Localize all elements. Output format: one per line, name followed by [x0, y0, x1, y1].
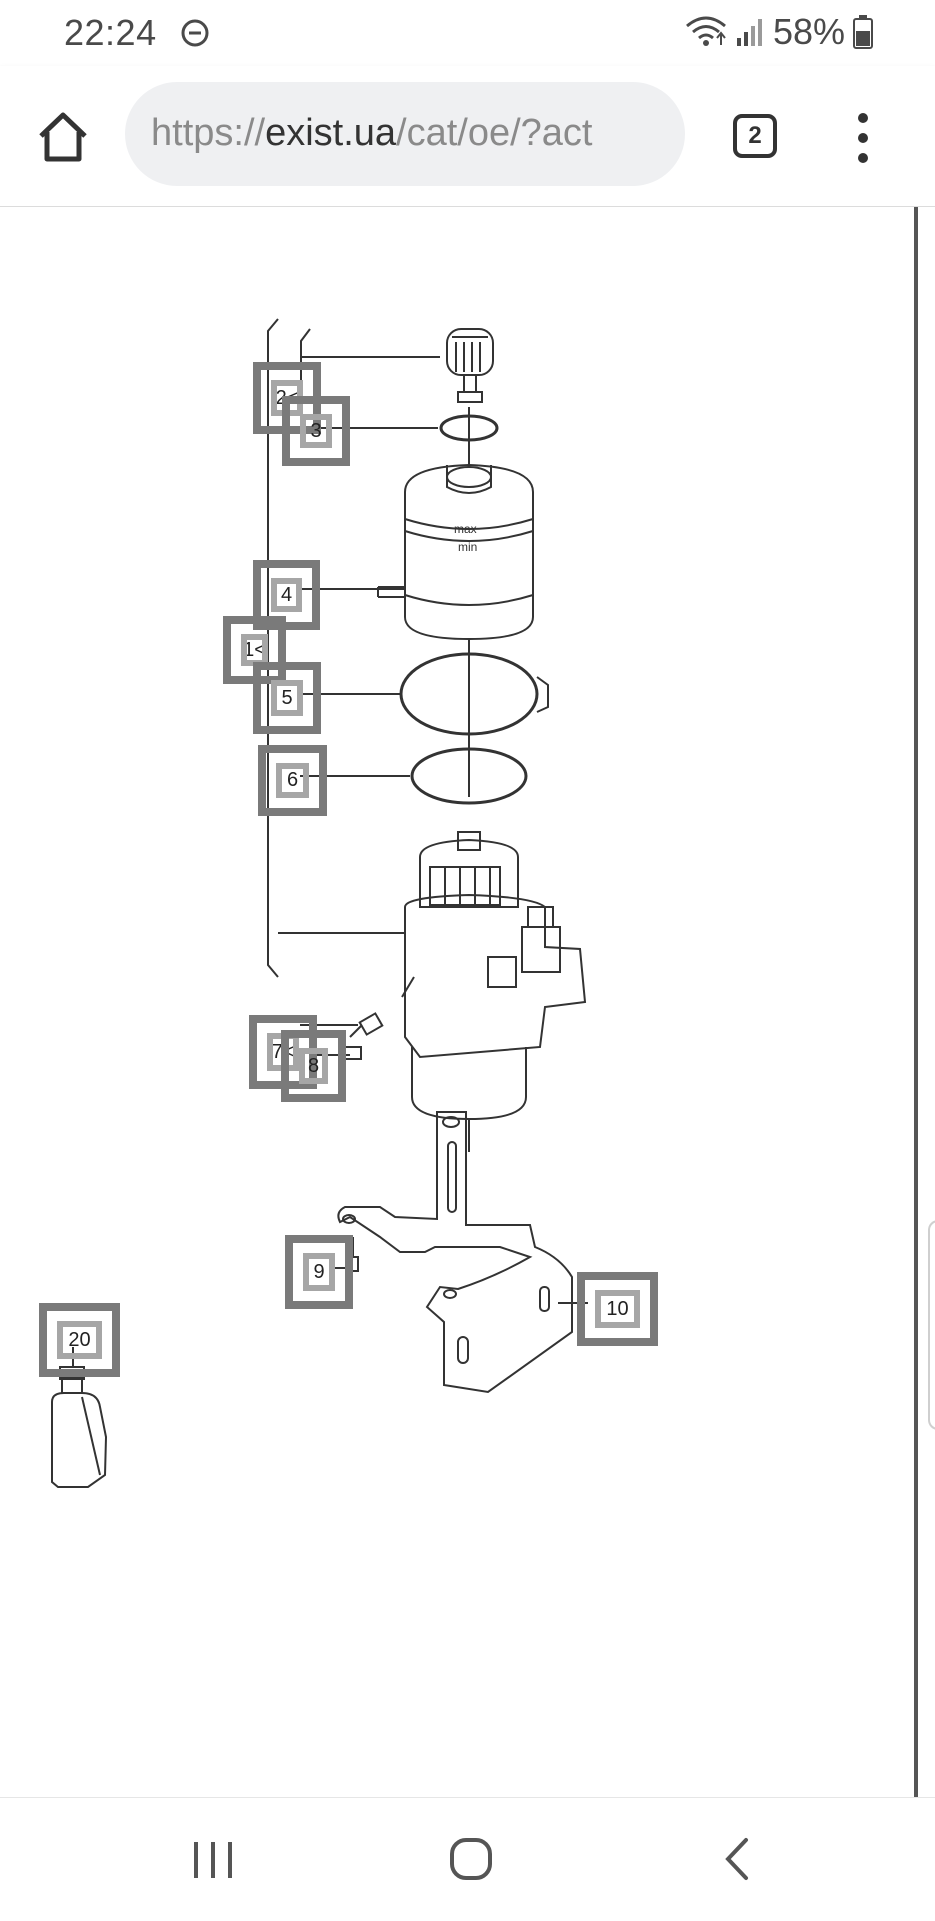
reservoir-max-label: max	[454, 522, 477, 536]
parts-diagram: max min	[51, 318, 588, 1488]
more-menu-icon[interactable]	[845, 110, 881, 166]
group-bracket-inner	[300, 328, 311, 417]
tabs-button[interactable]: 2	[733, 114, 777, 158]
url-text[interactable]: https://exist.ua/cat/oe/?act	[151, 112, 671, 155]
status-bar: 22:24 58%	[0, 0, 935, 66]
browser-toolbar: https://exist.ua/cat/oe/?act 2	[0, 66, 935, 207]
url-path: /cat/oe/?act	[396, 112, 593, 154]
signal-icon	[736, 19, 762, 46]
pump-motor-part	[401, 831, 587, 1121]
tab-count: 2	[748, 122, 762, 149]
page-content: max min 2< 3 4 1< 5 6 7< 8 9 10 20	[0, 207, 935, 1797]
mount-bracket-part	[337, 1111, 573, 1394]
cap-part	[446, 328, 494, 403]
callout-3[interactable]: 3	[282, 396, 350, 466]
fitting-part	[344, 1012, 384, 1060]
clamp-part	[399, 652, 549, 736]
status-right-icons: 58%	[685, 11, 873, 52]
callout-4[interactable]: 4	[253, 560, 320, 630]
callout-20[interactable]: 20	[39, 1303, 120, 1377]
fluid-bottle-part	[51, 1366, 108, 1488]
edge-panel-handle[interactable]	[928, 1220, 935, 1430]
status-time: 22:24	[64, 12, 157, 53]
url-scheme: https://	[151, 112, 266, 154]
callout-5[interactable]: 5	[253, 662, 321, 734]
callout-8[interactable]: 8	[281, 1030, 346, 1102]
system-nav-bar	[0, 1797, 935, 1921]
reservoir-part	[377, 463, 534, 641]
group-bracket-outer	[267, 318, 279, 978]
back-icon[interactable]	[720, 1836, 754, 1882]
callout-10[interactable]: 10	[577, 1272, 658, 1346]
battery-icon	[853, 15, 873, 49]
callout-9[interactable]: 9	[285, 1235, 353, 1309]
battery-percent: 58%	[772, 11, 845, 52]
wifi-icon	[685, 16, 726, 46]
reservoir-min-label: min	[458, 540, 477, 554]
url-host: exist.ua	[265, 112, 397, 154]
home-circle-icon[interactable]	[448, 1836, 494, 1882]
page-right-border	[914, 207, 918, 1797]
recent-apps-icon[interactable]	[190, 1838, 236, 1882]
callout-6[interactable]: 6	[258, 745, 327, 816]
url-bar[interactable]: https://exist.ua/cat/oe/?act	[125, 82, 685, 186]
home-icon[interactable]	[36, 110, 90, 164]
do-not-disturb-icon	[181, 19, 209, 47]
